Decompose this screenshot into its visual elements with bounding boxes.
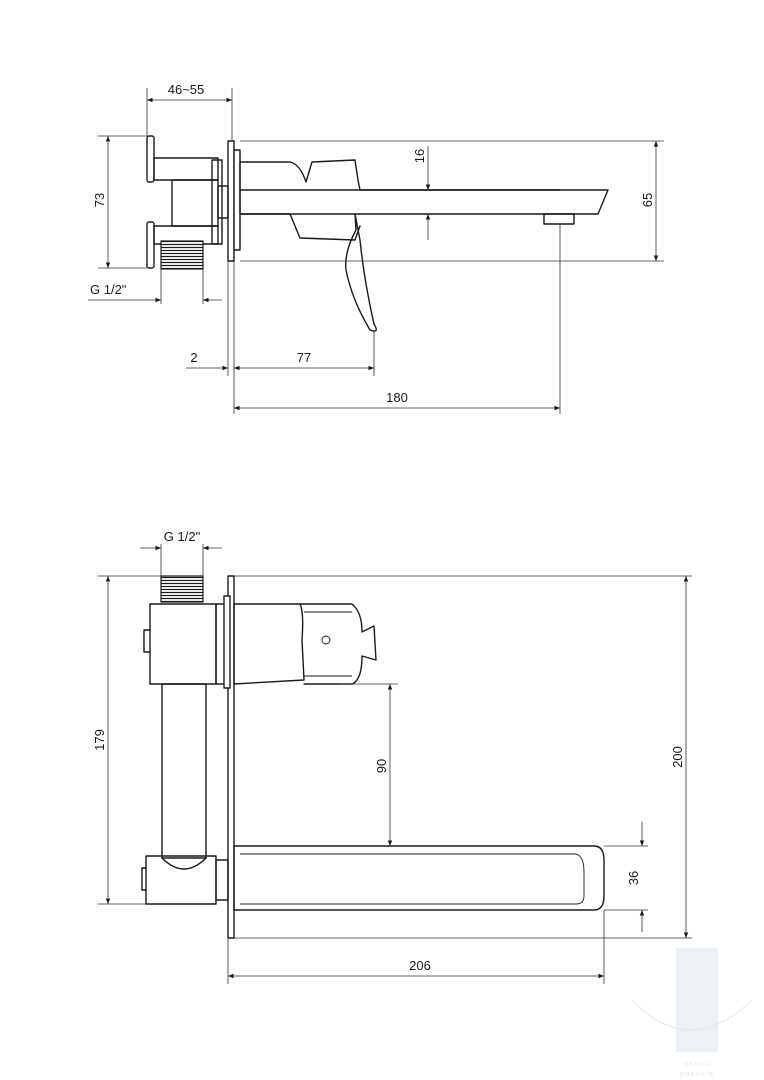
wall-plate: [227, 140, 241, 262]
dim-thread-top-label: G 1/2": [90, 282, 127, 297]
watermark-line2: pasaule: [680, 1070, 714, 1078]
mounting-body: [146, 135, 229, 270]
top-view: 46~55 73 G 1/2" 16 65 2 77 180: [88, 82, 664, 414]
side-view: G 1/2" 179 90 200 36 206: [92, 529, 692, 984]
dim-73-label: 73: [92, 193, 107, 207]
dim-46-55-label: 46~55: [168, 82, 205, 97]
watermark-line1: vannu: [684, 1060, 711, 1068]
dim-2-label: 2: [190, 350, 197, 365]
dim-thread-side-label: G 1/2": [164, 529, 201, 544]
valve-body: [141, 575, 229, 905]
dim-16-label: 16: [412, 149, 427, 163]
dim-180-label: 180: [386, 390, 408, 405]
dim-90-label: 90: [374, 759, 389, 773]
spout-side: [233, 845, 605, 911]
dim-36-label: 36: [626, 871, 641, 885]
dim-200-label: 200: [670, 746, 685, 768]
cartridge-handle: [233, 603, 377, 685]
dim-179-label: 179: [92, 729, 107, 751]
wall-plate-side: [223, 575, 235, 939]
spout-handle: [239, 159, 609, 332]
dim-65-label: 65: [640, 193, 655, 207]
dim-77-label: 77: [297, 350, 311, 365]
watermark-logo: vannu pasaule: [631, 948, 753, 1078]
dim-206-label: 206: [409, 958, 431, 973]
